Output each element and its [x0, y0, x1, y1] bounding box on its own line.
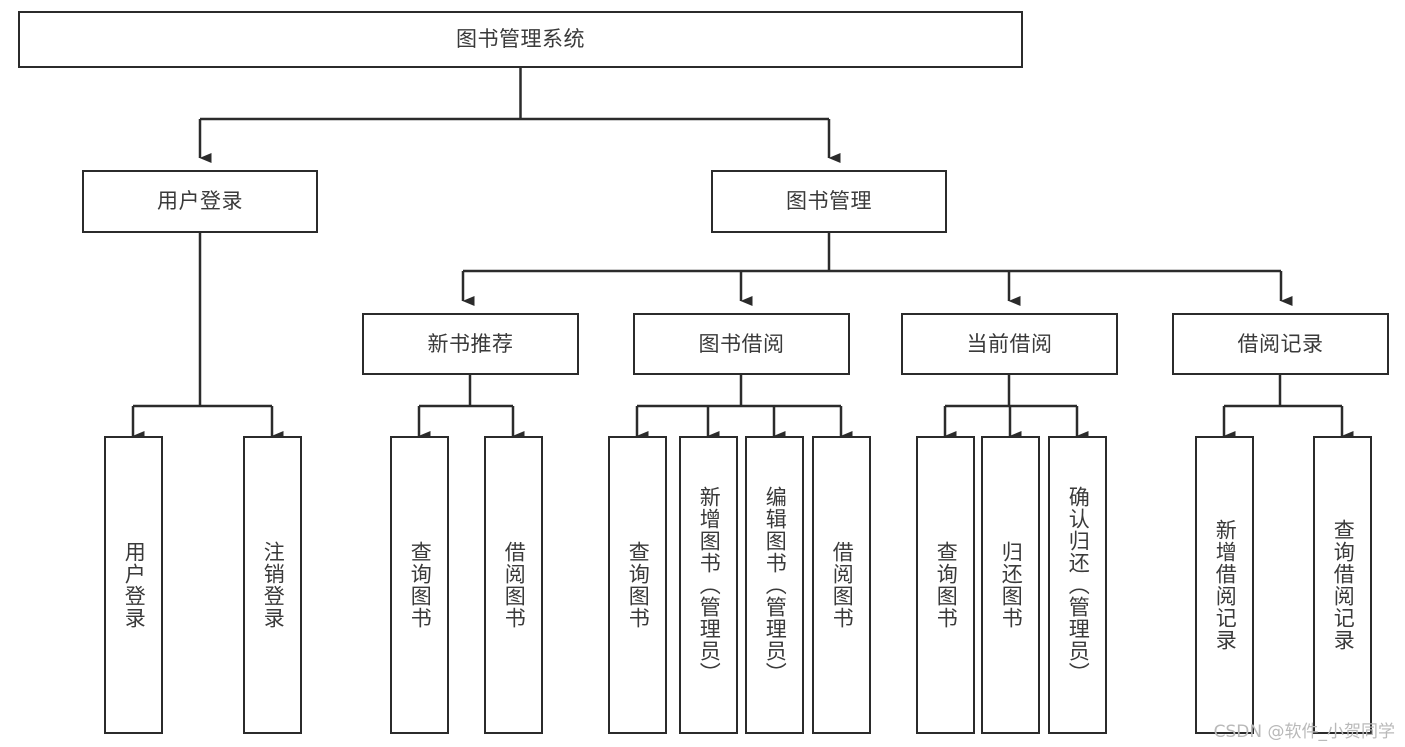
node-root-system[interactable]: 图书管理系统 — [18, 11, 1023, 68]
node-leaf-borrowrecord-query[interactable]: 查询借阅记录 — [1313, 436, 1372, 734]
node-current-borrow[interactable]: 当前借阅 — [901, 313, 1118, 375]
node-leaf-currentborrow-confirm[interactable]: 确认归还（管理员） — [1048, 436, 1107, 734]
node-user-login[interactable]: 用户登录 — [82, 170, 318, 233]
node-label-book-borrow: 图书借阅 — [698, 331, 785, 356]
node-label-leaf-borrowrecord-query: 查询借阅记录 — [1331, 519, 1356, 651]
node-label-leaf-borrowrecord-add: 新增借阅记录 — [1213, 519, 1238, 651]
node-label-leaf-bookborrow-query: 查询图书 — [626, 541, 651, 629]
node-leaf-currentborrow-return[interactable]: 归还图书 — [981, 436, 1040, 734]
node-label-leaf-currentborrow-return: 归还图书 — [999, 541, 1024, 629]
node-label-leaf-currentborrow-query: 查询图书 — [934, 541, 959, 629]
node-label-leaf-newbook-query: 查询图书 — [408, 541, 433, 629]
node-leaf-bookborrow-query[interactable]: 查询图书 — [608, 436, 667, 734]
node-leaf-user-login-logout[interactable]: 注销登录 — [243, 436, 302, 734]
node-leaf-bookborrow-edit[interactable]: 编辑图书（管理员） — [745, 436, 804, 734]
node-leaf-bookborrow-borrow[interactable]: 借阅图书 — [812, 436, 871, 734]
node-label-leaf-currentborrow-confirm: 确认归还（管理员） — [1066, 486, 1091, 684]
node-label-book-management: 图书管理 — [786, 189, 872, 214]
node-leaf-newbook-borrow[interactable]: 借阅图书 — [484, 436, 543, 734]
node-book-management[interactable]: 图书管理 — [711, 170, 947, 233]
node-leaf-newbook-query[interactable]: 查询图书 — [390, 436, 449, 734]
node-new-book-recommend[interactable]: 新书推荐 — [362, 313, 579, 375]
node-label-new-book-recommend: 新书推荐 — [427, 331, 514, 356]
node-label-leaf-bookborrow-edit: 编辑图书（管理员） — [763, 486, 788, 684]
node-label-user-login: 用户登录 — [157, 189, 243, 214]
node-borrow-record[interactable]: 借阅记录 — [1172, 313, 1389, 375]
node-label-leaf-bookborrow-borrow: 借阅图书 — [830, 541, 855, 629]
node-leaf-borrowrecord-add[interactable]: 新增借阅记录 — [1195, 436, 1254, 734]
node-leaf-currentborrow-query[interactable]: 查询图书 — [916, 436, 975, 734]
node-leaf-user-login-login[interactable]: 用户登录 — [104, 436, 163, 734]
node-label-borrow-record: 借阅记录 — [1237, 331, 1324, 356]
node-label-leaf-bookborrow-add: 新增图书（管理员） — [697, 486, 722, 684]
node-label-root: 图书管理系统 — [456, 27, 585, 52]
node-leaf-bookborrow-add[interactable]: 新增图书（管理员） — [679, 436, 738, 734]
node-label-leaf-newbook-borrow: 借阅图书 — [502, 541, 527, 629]
node-label-leaf-user-login-logout: 注销登录 — [261, 541, 286, 629]
node-label-leaf-user-login-login: 用户登录 — [122, 541, 147, 629]
node-book-borrow[interactable]: 图书借阅 — [633, 313, 850, 375]
node-label-current-borrow: 当前借阅 — [966, 331, 1053, 356]
